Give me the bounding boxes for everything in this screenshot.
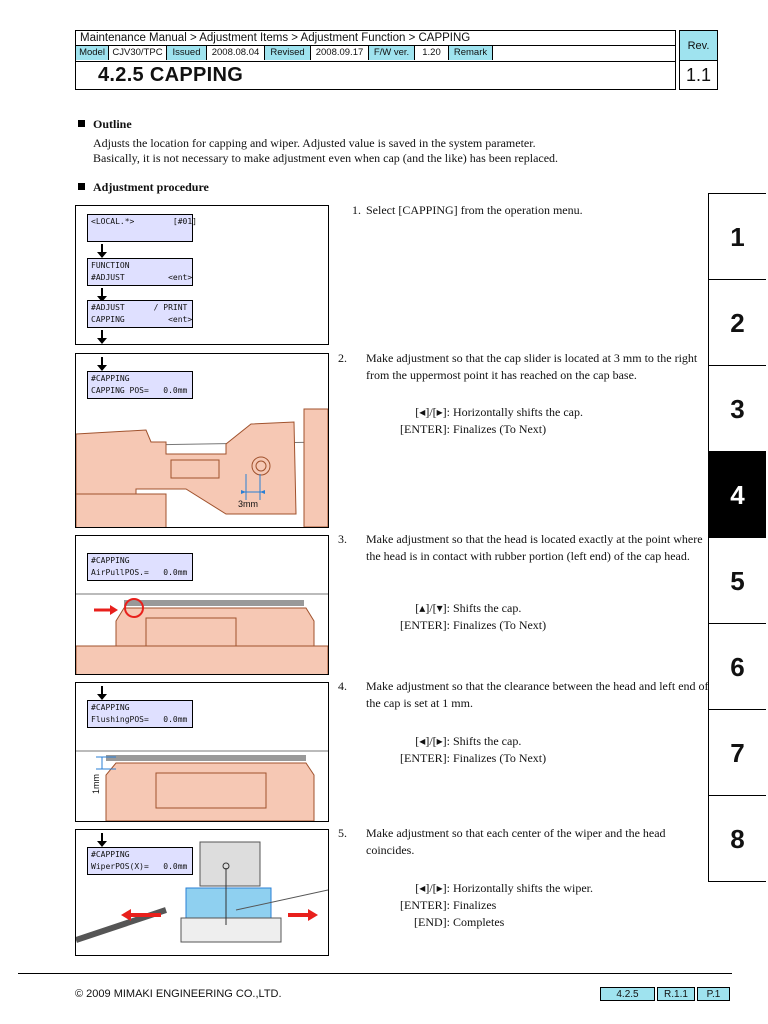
chapter-tab-6[interactable]: 6 (709, 624, 766, 710)
breadcrumb: Maintenance Manual > Adjustment Items > … (76, 31, 675, 46)
key-label: [▴]/[▾]: (415, 601, 450, 615)
lcd-flushing: #CAPPING FlushingPOS= 0.0mm (87, 700, 193, 728)
issued-value: 2008.08.04 (207, 46, 265, 60)
flow-arrow (97, 288, 107, 302)
key-desc: Finalizes (To Next) (453, 618, 547, 632)
chapter-tab-8[interactable]: 8 (709, 796, 766, 882)
key-label: [ENTER]: (400, 422, 450, 436)
meta-row: Model CJV30/TPC Issued 2008.08.04 Revise… (76, 46, 675, 62)
key-desc: Finalizes (To Next) (453, 422, 547, 436)
lcd-adjust: #ADJUST / PRINT CAPPING <ent> (87, 300, 193, 328)
keys-step-2: [◂]/[▸]: Horizontally shifts the cap. [E… (390, 404, 583, 438)
head-cap-illustration (76, 593, 328, 674)
step-5: 5. Make adjustment so that each center of… (338, 825, 711, 858)
dimension-1mm: 1mm (91, 774, 101, 794)
step-number: 5. (338, 826, 347, 840)
key-desc: Horizontally shifts the wiper. (453, 881, 593, 895)
dimension-3mm: 3mm (238, 499, 258, 509)
step-number: 2. (338, 351, 347, 365)
key-desc: Shifts the cap. (453, 734, 522, 748)
step-number: 1. (352, 203, 361, 217)
lcd-wiper: #CAPPING WiperPOS(X)= 0.0mm (87, 847, 193, 875)
remark-label: Remark (449, 46, 493, 60)
outline-line-1: Adjusts the location for capping and wip… (93, 136, 536, 150)
keys-step-5: [◂]/[▸]: Horizontally shifts the wiper. … (390, 880, 593, 931)
key-desc: Completes (453, 915, 505, 929)
step-text: Make adjustment so that each center of t… (366, 826, 666, 857)
fw-value: 1.20 (415, 46, 449, 60)
outline-line-2: Basically, it is not necessary to make a… (93, 151, 559, 165)
step-text: Make adjustment so that the cap slider i… (366, 351, 698, 382)
key-label: [◂]/[▸]: (415, 881, 450, 895)
key-label: [ENTER]: (400, 898, 450, 912)
flow-arrow (97, 833, 107, 847)
chapter-tab-1[interactable]: 1 (709, 194, 766, 280)
chapter-tab-3[interactable]: 3 (709, 366, 766, 452)
model-label: Model (76, 46, 109, 60)
panel-step-5: #CAPPING WiperPOS(X)= 0.0mm (75, 829, 329, 956)
panel-step-2: #CAPPING CAPPING POS= 0.0mm 3mm (75, 353, 329, 528)
step-2: 2. Make adjustment so that the cap slider… (338, 350, 711, 383)
rev-label: Rev. (680, 31, 717, 61)
step-3: 3. Make adjustment so that the head is lo… (338, 531, 711, 564)
chapter-tab-2[interactable]: 2 (709, 280, 766, 366)
wiper-illustration (76, 841, 328, 943)
footer-page: P.1 (697, 987, 730, 1001)
footer-revision: R.1.1 (657, 987, 695, 1001)
clearance-illustration (76, 750, 328, 821)
page-title: 4.2.5 CAPPING (98, 64, 244, 86)
lcd-capping-pos: #CAPPING CAPPING POS= 0.0mm (87, 371, 193, 399)
chapter-tab-4[interactable]: 4 (709, 452, 766, 538)
key-label: [◂]/[▸]: (415, 405, 450, 419)
key-desc: Finalizes (453, 898, 497, 912)
step-text: Select [CAPPING] from the operation menu… (366, 203, 583, 217)
key-label: [ENTER]: (400, 751, 450, 765)
key-desc: Shifts the cap. (453, 601, 522, 615)
footer-divider (18, 973, 732, 974)
outline-heading: Outline (78, 117, 132, 132)
flow-arrow (97, 686, 107, 700)
chapter-tab-7[interactable]: 7 (709, 710, 766, 796)
cap-slider-illustration (76, 408, 328, 527)
chapter-tab-5[interactable]: 5 (709, 538, 766, 624)
flow-arrow (97, 330, 107, 344)
panel-step-3: #CAPPING AirPullPOS.= 0.0mm (75, 535, 329, 675)
model-value: CJV30/TPC (109, 46, 167, 60)
flow-arrow (97, 357, 107, 371)
key-desc: Finalizes (To Next) (453, 751, 547, 765)
copyright: © 2009 MIMAKI ENGINEERING CO.,LTD. (75, 988, 282, 1000)
chapter-tabs: 1 2 3 4 5 6 7 8 (708, 193, 766, 882)
header-box: Maintenance Manual > Adjustment Items > … (75, 30, 676, 90)
footer-section: 4.2.5 (600, 987, 655, 1001)
step-text: Make adjustment so that the head is loca… (366, 532, 703, 563)
step-4: 4. Make adjustment so that the clearance … (338, 678, 711, 711)
procedure-heading: Adjustment procedure (78, 180, 209, 195)
step-text: Make adjustment so that the clearance be… (366, 679, 709, 710)
revised-value: 2008.09.17 (311, 46, 369, 60)
key-desc: Horizontally shifts the cap. (453, 405, 583, 419)
rev-number: 1.1 (685, 65, 712, 85)
lcd-function: FUNCTION #ADJUST <ent> (87, 258, 193, 286)
revision-box: Rev. 1.1 (679, 30, 718, 90)
panel-step-1: <LOCAL.*> [#01] FUNCTION #ADJUST <ent> #… (75, 205, 329, 345)
flow-arrow (97, 244, 107, 258)
step-1: 1. Select [CAPPING] from the operation me… (352, 202, 697, 219)
step-number: 4. (338, 679, 347, 693)
keys-step-3: [▴]/[▾]: Shifts the cap. [ENTER]: Finali… (390, 600, 546, 634)
lcd-local: <LOCAL.*> [#01] (87, 214, 197, 242)
footer-page-info: 4.2.5 R.1.1 P.1 (600, 987, 730, 1001)
fw-label: F/W ver. (369, 46, 415, 60)
keys-step-4: [◂]/[▸]: Shifts the cap. [ENTER]: Finali… (390, 733, 546, 767)
lcd-airpull: #CAPPING AirPullPOS.= 0.0mm (87, 553, 193, 581)
panel-step-4: #CAPPING FlushingPOS= 0.0mm 1mm (75, 682, 329, 822)
key-label: [ENTER]: (400, 618, 450, 632)
step-number: 3. (338, 532, 347, 546)
issued-label: Issued (167, 46, 207, 60)
key-label: [END]: (414, 915, 450, 929)
key-label: [◂]/[▸]: (415, 734, 450, 748)
revised-label: Revised (265, 46, 311, 60)
